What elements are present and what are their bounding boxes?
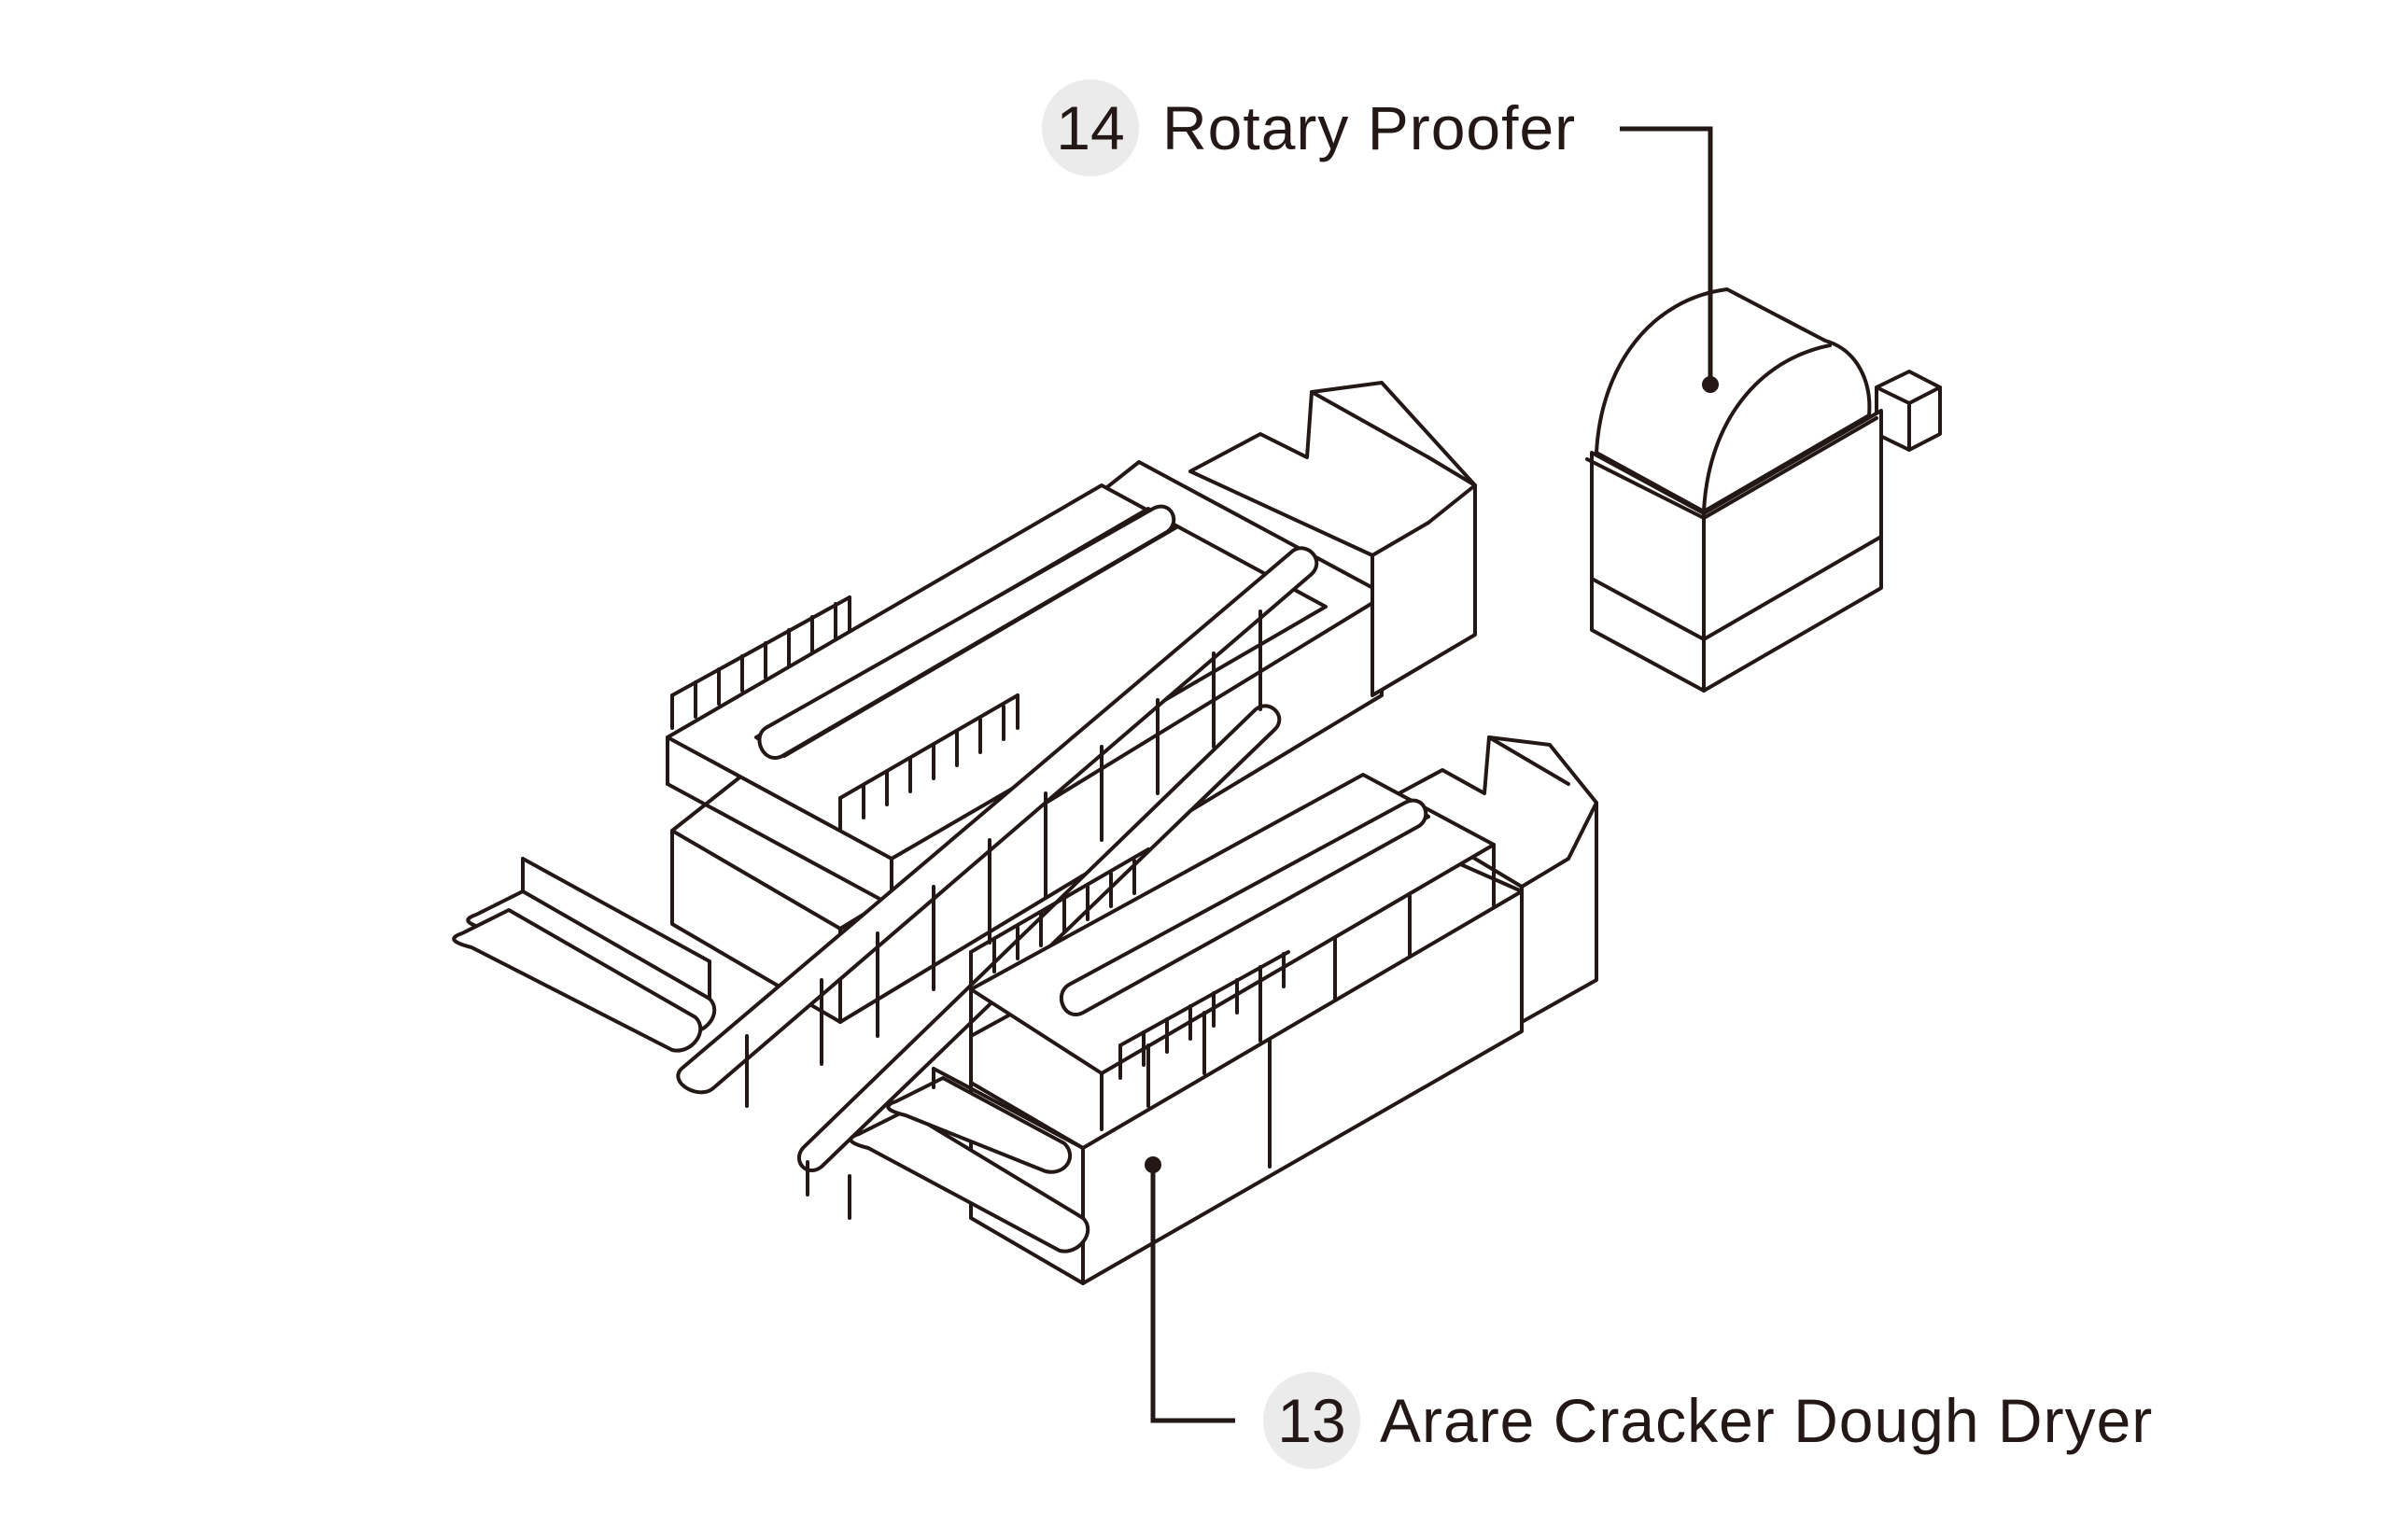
dough-dryer-drawing [452,381,1598,1285]
callout-label-rotary-proofer: Rotary Proofer [1162,93,1576,162]
callout-label-dough-dryer: Arare Cracker Dough Dryer [1380,1386,2153,1455]
leader-dot-13 [1145,1156,1161,1173]
callout-number-13: 13 [1277,1386,1345,1455]
leader-dot-14 [1702,376,1719,393]
callout-number-14: 14 [1056,93,1124,162]
callout-badge-14 [1042,79,1139,176]
callout-rotary-proofer: 14 Rotary Proofer [1042,79,1719,393]
leader-line-13 [1150,1165,1235,1423]
leader-line-14 [1620,126,1713,385]
callout-badge-13 [1263,1372,1360,1469]
callout-dough-dryer: 13 Arare Cracker Dough Dryer [1145,1156,2153,1469]
rotary-proofer-drawing [1585,287,1942,693]
